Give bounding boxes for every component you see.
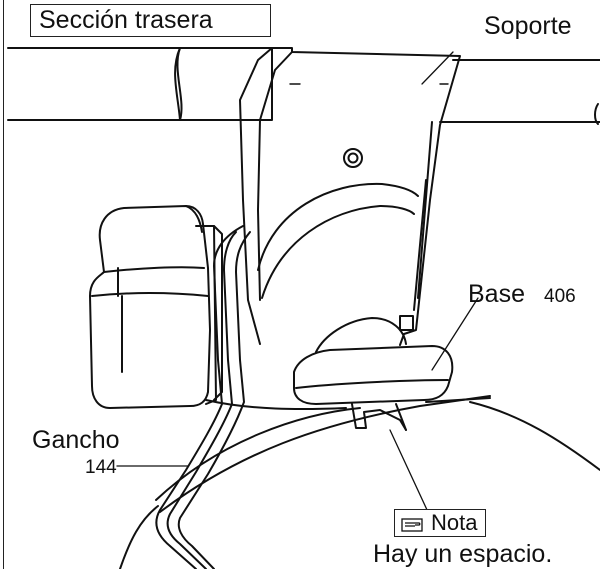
note-label: Nota — [431, 510, 478, 535]
side-cover — [89, 205, 223, 409]
note-box: Nota — [394, 509, 487, 537]
section-title: Sección trasera — [30, 4, 271, 37]
frame-border — [3, 0, 4, 569]
base-part-number: 406 — [544, 286, 576, 307]
base-label: Base — [468, 280, 525, 308]
support-label: Soporte — [484, 12, 572, 40]
note-text: Hay un espacio. — [373, 540, 553, 568]
roof-surface — [119, 395, 600, 569]
support-leader — [421, 51, 454, 85]
roof-bar-left — [7, 47, 273, 121]
hook-strap — [155, 225, 251, 569]
leader-lines — [116, 51, 479, 513]
hook-label: Gancho — [32, 426, 120, 454]
note-leader — [389, 429, 429, 513]
support-bracket — [239, 47, 461, 346]
hook-part-number: 144 — [85, 457, 117, 478]
base-leader — [431, 297, 479, 371]
base-pad — [293, 317, 491, 431]
pointing-hand-icon — [401, 515, 423, 532]
roof-bar-right — [439, 59, 600, 125]
